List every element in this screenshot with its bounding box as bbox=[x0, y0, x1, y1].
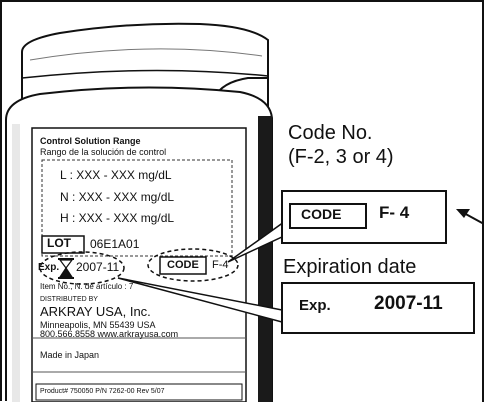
made-in: Made in Japan bbox=[40, 350, 100, 360]
label-code-tag: CODE bbox=[167, 259, 199, 271]
code-callout-tag-box bbox=[289, 203, 367, 229]
range-h: H : XXX - XXX mg/dL bbox=[60, 211, 175, 225]
code-callout-value: F- 4 bbox=[379, 203, 410, 222]
code-callout-tag: CODE bbox=[301, 206, 342, 222]
control-title-en: Control Solution Range bbox=[40, 136, 141, 146]
arrow-icon bbox=[456, 209, 484, 225]
exp-callout-box bbox=[281, 282, 475, 334]
exp-tag: Exp. bbox=[38, 262, 60, 273]
exp-callout-tag: Exp. bbox=[299, 297, 331, 314]
range-box bbox=[41, 159, 233, 257]
item-number: Item No., N. de artículo : 7 bbox=[40, 282, 134, 291]
lot-value: 06E1A01 bbox=[90, 237, 140, 251]
control-title-es: Rango de la solución de control bbox=[40, 147, 167, 157]
company-address: Minneapolis, MN 55439 USA bbox=[40, 320, 156, 330]
cap-rim bbox=[21, 69, 269, 79]
cap-ridge bbox=[29, 48, 263, 61]
label-code-box bbox=[159, 256, 207, 275]
code-highlight-ellipse bbox=[147, 248, 239, 282]
bottle-cap bbox=[21, 22, 269, 101]
product-box bbox=[35, 383, 243, 401]
exp-value: 2007-11 bbox=[76, 260, 120, 274]
code-no-title: Code No. bbox=[288, 122, 373, 144]
company-contact: 800.566.8558 www.arkrayusa.com bbox=[40, 329, 179, 339]
exp-highlight-ellipse bbox=[39, 251, 125, 285]
exp-callout-value: 2007-11 bbox=[374, 293, 443, 314]
distributed-by: DISTRIBUTED BY bbox=[40, 296, 98, 303]
hourglass-icon bbox=[58, 258, 74, 279]
expiration-title: Expiration date bbox=[283, 256, 417, 278]
code-no-subtitle: (F-2, 3 or 4) bbox=[288, 146, 394, 168]
product-info: Product# 750050 P/N 7262-00 Rev 5/07 bbox=[40, 388, 165, 395]
bottle-highlight bbox=[12, 124, 20, 402]
range-l: L : XXX - XXX mg/dL bbox=[60, 168, 172, 182]
label-code-value: F-4 bbox=[212, 259, 229, 271]
range-n: N : XXX - XXX mg/dL bbox=[60, 190, 175, 204]
bottle-shadow bbox=[258, 116, 272, 402]
company-name: ARKRAY USA, Inc. bbox=[40, 304, 151, 319]
lot-tag: LOT bbox=[47, 236, 71, 250]
lot-box bbox=[41, 235, 85, 254]
